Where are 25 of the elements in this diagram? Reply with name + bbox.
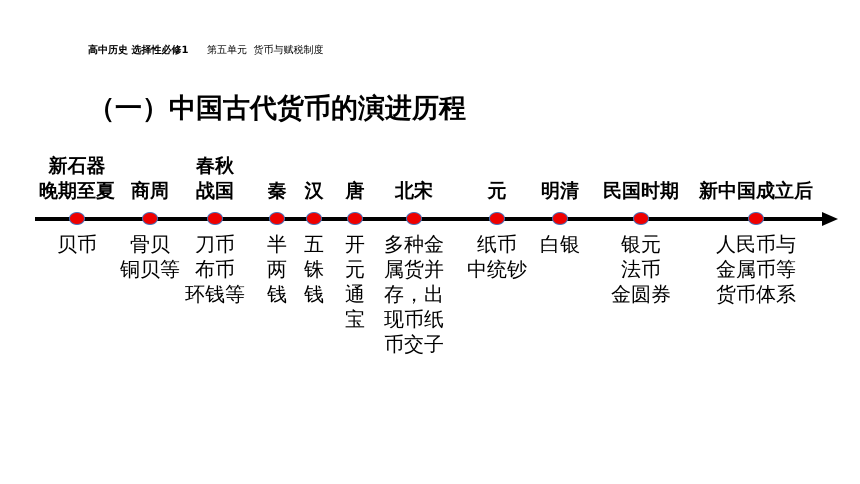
currency-label: 人民币与金属币等货币体系 (716, 232, 796, 307)
currency-label: 开元通宝 (345, 232, 365, 332)
period-label: 秦 (268, 179, 286, 204)
slide-title: （一）中国古代货币的演进历程 (88, 92, 466, 126)
currency-label: 银元法币金圆券 (611, 232, 671, 307)
currency-label: 纸币中统钞 (467, 232, 527, 282)
currency-label: 多种金属货并存，出现币纸币交子 (384, 232, 444, 357)
period-label: 元 (488, 179, 506, 204)
course-header: 高中历史 选择性必修1 (88, 43, 188, 57)
currency-label: 骨贝铜贝等 (120, 232, 180, 282)
period-label: 北宋 (395, 179, 433, 204)
period-label: 春秋战国 (196, 154, 234, 204)
period-label: 唐 (346, 179, 364, 204)
period-label: 民国时期 (603, 179, 679, 204)
currency-label: 五铢钱 (304, 232, 324, 307)
currency-label: 半两钱 (267, 232, 287, 307)
period-label: 新石器晚期至夏 (39, 154, 115, 204)
unit-header: 第五单元 货币与赋税制度 (207, 44, 324, 57)
period-label: 商周 (131, 179, 169, 204)
period-label: 汉 (304, 179, 324, 204)
currency-label: 贝币 (57, 232, 97, 257)
period-label: 新中国成立后 (699, 179, 813, 204)
currency-label: 白银 (540, 232, 580, 257)
currency-label: 刀币布币环钱等 (185, 232, 245, 307)
period-label: 明清 (541, 179, 579, 204)
